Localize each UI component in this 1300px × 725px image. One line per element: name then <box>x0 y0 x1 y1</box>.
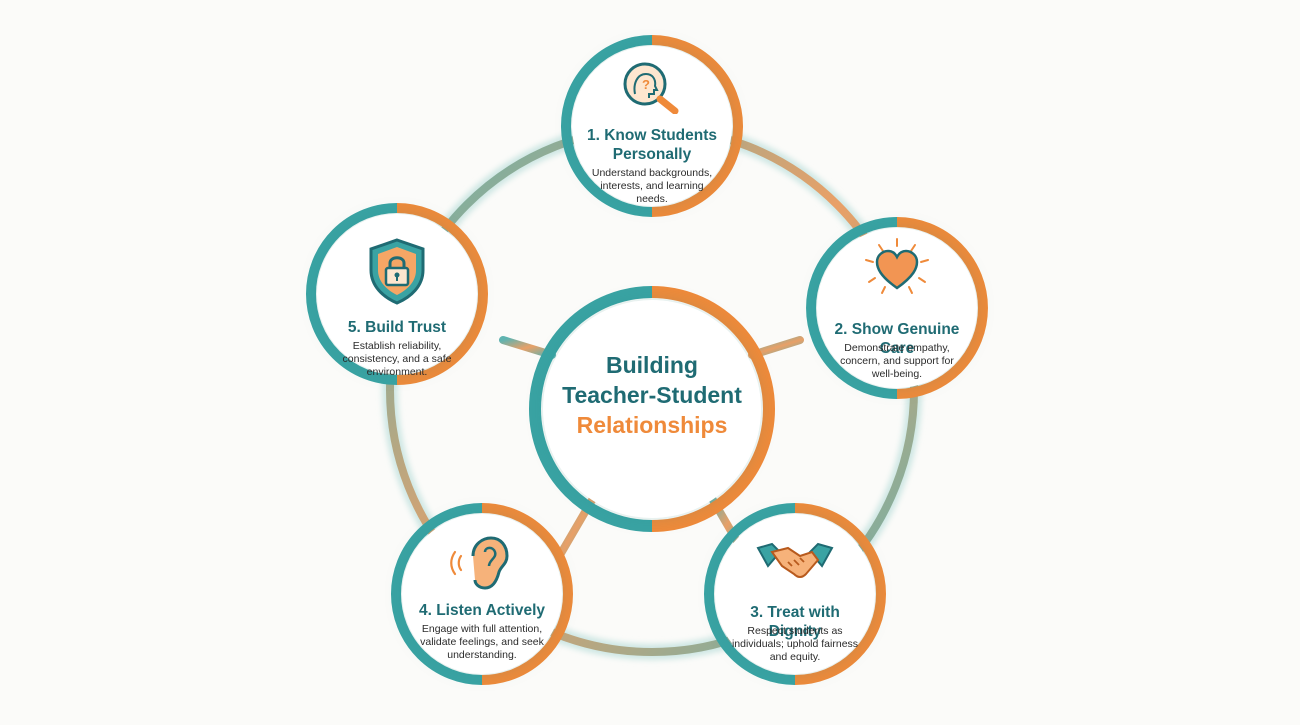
node-ring-5 <box>306 203 488 385</box>
center-hub: Building Teacher-Student Relationships <box>543 300 761 518</box>
ear-icon <box>450 536 509 590</box>
step-2-title: 2. Show Genuine Care <box>834 321 960 357</box>
step-node-4: 4. Listen Actively Engage with full atte… <box>402 514 562 674</box>
node-ring-1 <box>561 35 743 217</box>
step-node-5: 5. Build Trust Establish reliability, co… <box>317 214 477 378</box>
step-1-description: Understand backgrounds, interests, and l… <box>591 167 713 205</box>
shield-lock-icon <box>369 238 425 305</box>
center-ring <box>529 286 775 532</box>
node-ring-3 <box>704 503 886 685</box>
center-title-line-1: Building <box>606 352 698 378</box>
step-node-3: 3. Treat with Dignity Respect students a… <box>715 514 875 674</box>
center-title-line-3: Relationships <box>576 412 728 438</box>
glowing-heart-icon <box>865 238 929 294</box>
step-5-title: 5. Build Trust <box>347 319 447 336</box>
step-3-title: 3. Treat with Dignity <box>750 604 840 640</box>
svg-text:?: ? <box>642 77 650 92</box>
center-title-line-2: Teacher-Student <box>562 382 742 408</box>
step-4-description: Engage with full attention, validate fee… <box>420 623 544 661</box>
node-ring-2 <box>806 217 988 399</box>
step-4-title: 4. Listen Actively <box>418 602 546 619</box>
step-2-description: Demonstrate empathy, concern, and suppor… <box>840 342 954 380</box>
step-node-1: ? 1. Know Students Personally Understand… <box>572 46 732 206</box>
step-node-2: 2. Show Genuine Care Demonstrate empathy… <box>817 228 977 388</box>
step-5-description: Establish reliability, consistency, and … <box>342 340 452 378</box>
center-title: Building Teacher-Student Relationships <box>543 350 761 440</box>
node-ring-4 <box>391 503 573 685</box>
handshake-icon <box>756 542 834 578</box>
magnifier-head-icon: ? <box>623 62 679 114</box>
step-1-title: 1. Know Students Personally <box>586 127 718 163</box>
step-3-description: Respect students as individuals; uphold … <box>731 625 859 663</box>
